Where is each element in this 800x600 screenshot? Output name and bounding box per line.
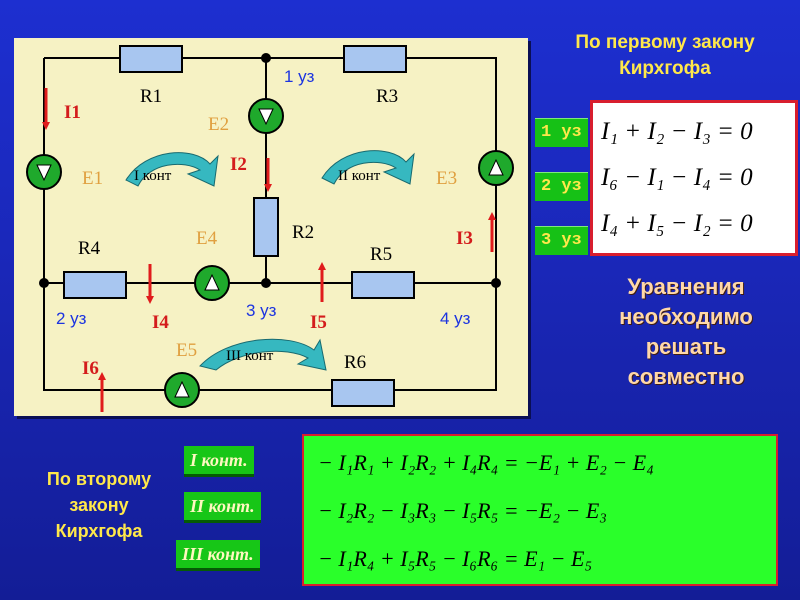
label-i6-text: I6 (82, 358, 99, 379)
contour-badge-1: I конт. (184, 446, 254, 477)
kvl-equation-1: − I₁R₁ + I₂R₂ + I₄R₄ = −E₁ + E₂ − E₄ (318, 450, 654, 475)
label-e2-text: E2 (208, 114, 229, 135)
simultaneous-solve-note: Уравнения необходимо решать совместно (588, 272, 784, 392)
label-loop-ii-text: II конт (338, 168, 381, 184)
label-e4: E4 (196, 228, 218, 249)
kcl-title-line-2: Кирхгофа (619, 58, 711, 79)
kcl-equation-3: I₄ + I₅ − I₂ = 0 (601, 210, 753, 237)
label-node-3-text: 3 уз (246, 301, 277, 320)
kvl-title-line-3: Кирхгофа (55, 521, 143, 541)
node-badge-2: 2 уз (535, 172, 588, 201)
label-r6: R6 (344, 352, 366, 373)
resistor-r6 (331, 379, 395, 407)
kcl-equation-1: I₁ + I₂ − I₃ = 0 (601, 118, 753, 145)
kvl-equations-box: − I₁R₁ + I₂R₂ + I₄R₄ = −E₁ + E₂ − E₄ − I… (302, 434, 778, 586)
resistor-r5 (351, 271, 415, 299)
source-e4-icon (194, 265, 230, 301)
label-node-1-text: 1 уз (284, 67, 315, 86)
kvl-equation-2: − I₂R₂ − I₃R₃ − I₅R₅ = −E₂ − E₃ (318, 498, 607, 523)
label-node-2: 2 уз (56, 309, 87, 328)
label-r2: R2 (292, 222, 314, 243)
resistors (63, 45, 415, 407)
label-i1: I1 (64, 102, 81, 123)
label-i2-text: I2 (230, 154, 247, 175)
label-r3-text: R3 (376, 86, 398, 107)
label-loop-ii: II конт (338, 168, 381, 184)
label-i5: I5 (310, 312, 327, 333)
label-i3-text: I3 (456, 228, 473, 249)
label-r5-text: R5 (370, 244, 392, 265)
source-e1-icon (26, 154, 62, 190)
source-e2-icon (248, 98, 284, 134)
label-node-3: 3 уз (246, 301, 277, 320)
loop-i-arrow-icon (125, 152, 219, 187)
label-r5: R5 (370, 244, 392, 265)
kvl-equation-3: − I₁R₄ + I₅R₅ − I₆R₆ = E₁ − E₅ (318, 546, 593, 571)
label-r4-text: R4 (78, 238, 101, 259)
label-loop-i-text: I конт (134, 168, 172, 184)
label-i6: I6 (82, 358, 99, 379)
source-e5-icon (164, 372, 200, 408)
kcl-title-line-1: По первому закону (575, 32, 755, 53)
label-e3-text: E3 (436, 168, 457, 189)
circuit-diagram: R1 R3 R2 R4 R5 R6 E1 E2 E3 E4 E5 I1 I2 I… (14, 38, 528, 416)
label-r3: R3 (376, 86, 398, 107)
loop-iii-arrow-icon (199, 338, 327, 371)
label-i2: I2 (230, 154, 247, 175)
label-r1-text: R1 (140, 86, 162, 107)
kvl-title: По второму закону Кирхгофа (14, 466, 184, 544)
label-i3: I3 (456, 228, 473, 249)
label-loop-i: I конт (134, 168, 172, 184)
node-badge-1: 1 уз (535, 118, 588, 147)
loop-arrows (125, 150, 415, 371)
resistor-r4 (63, 271, 127, 299)
kcl-equation-2: I₆ − I₁ − I₄ = 0 (601, 164, 753, 191)
contour-badge-3: III конт. (176, 540, 260, 571)
label-r2-text: R2 (292, 222, 314, 243)
note-line-4: совместно (627, 364, 745, 389)
label-i5-text: I5 (310, 312, 327, 333)
contour-badge-2: II конт. (184, 492, 261, 523)
label-loop-iii-text: III конт (226, 348, 274, 364)
label-node-1: 1 уз (284, 67, 315, 86)
resistor-r2 (253, 197, 279, 257)
junction-dots (39, 53, 501, 288)
note-line-3: решать (645, 334, 727, 359)
resistor-r3 (343, 45, 407, 73)
label-i4-text: I4 (152, 312, 169, 333)
label-r6-text: R6 (344, 352, 366, 373)
label-r1: R1 (140, 86, 162, 107)
label-e5-text: E5 (176, 340, 197, 361)
label-e2: E2 (208, 114, 229, 135)
loop-ii-arrow-icon (321, 150, 415, 185)
label-node-4-text: 4 уз (440, 309, 471, 328)
label-loop-iii: III конт (226, 348, 274, 364)
label-i4: I4 (152, 312, 169, 333)
kcl-equations-box: I₁ + I₂ − I₃ = 0 I₆ − I₁ − I₄ = 0 I₄ + I… (590, 100, 798, 256)
node-badge-3: 3 уз (535, 226, 588, 255)
emf-sources (26, 98, 514, 408)
label-i1-text: I1 (64, 102, 81, 123)
label-r4: R4 (78, 238, 101, 259)
label-e1: E1 (82, 168, 103, 189)
label-node-4: 4 уз (440, 309, 471, 328)
kcl-title: По первому закону Кирхгофа (540, 30, 790, 82)
circuit-schematic: R1 R3 R2 R4 R5 R6 E1 E2 E3 E4 E5 I1 I2 I… (26, 45, 514, 412)
note-line-1: Уравнения (627, 274, 745, 299)
label-e1-text: E1 (82, 168, 103, 189)
current-arrows (42, 88, 496, 412)
note-line-2: необходимо (619, 304, 753, 329)
label-e5: E5 (176, 340, 197, 361)
label-e3: E3 (436, 168, 457, 189)
source-e3-icon (478, 150, 514, 186)
kvl-title-line-2: закону (69, 495, 129, 515)
label-node-2-text: 2 уз (56, 309, 87, 328)
kvl-title-line-1: По второму (46, 469, 152, 489)
label-e4-text: E4 (196, 228, 218, 249)
resistor-r1 (119, 45, 183, 73)
